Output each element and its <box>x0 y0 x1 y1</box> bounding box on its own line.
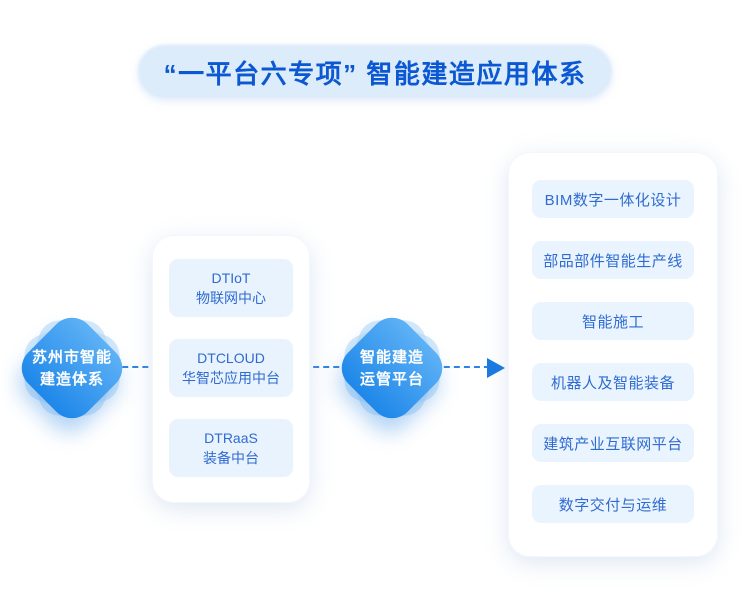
platform-item-dtcloud: DTCLOUD 华智芯应用中台 <box>169 339 293 397</box>
application-item-industry-internet: 建筑产业互联网平台 <box>532 424 694 462</box>
applications-card: BIM数字一体化设计 部品部件智能生产线 智能施工 机器人及智能装备 建筑产业互… <box>508 152 718 557</box>
application-item-bim-design: BIM数字一体化设计 <box>532 180 694 218</box>
node-label: 苏州市智能 建造体系 <box>22 318 122 418</box>
platform-item-subtitle: 物联网中心 <box>196 290 266 306</box>
application-item-label: 数字交付与运维 <box>558 496 668 514</box>
application-item-label: 机器人及智能装备 <box>550 374 675 392</box>
node-label: 智能建造 运管平台 <box>342 318 442 418</box>
platform-item-dtiot: DTIoT 物联网中心 <box>169 259 293 317</box>
node-label-line1: 苏州市智能 <box>31 348 112 366</box>
application-item-smart-construction: 智能施工 <box>532 302 694 340</box>
node-label-line2: 建造体系 <box>39 370 104 388</box>
application-item-label: 智能施工 <box>581 313 644 331</box>
application-item-robot-equipment: 机器人及智能装备 <box>532 363 694 401</box>
platform-item-subtitle: 华智芯应用中台 <box>182 370 280 386</box>
platform-item-title: DTRaaS <box>204 430 258 446</box>
application-item-digital-delivery: 数字交付与运维 <box>532 485 694 523</box>
diagram-title-text: “一平台六专项” 智能建造应用体系 <box>163 58 587 89</box>
application-item-label: 建筑产业互联网平台 <box>543 435 683 453</box>
node-suzhou-system: 苏州市智能 建造体系 <box>12 308 132 428</box>
application-item-label: BIM数字一体化设计 <box>544 191 682 209</box>
node-label-line2: 运管平台 <box>359 370 424 388</box>
platform-card: DTIoT 物联网中心 DTCLOUD 华智芯应用中台 DTRaaS 装备中台 <box>152 235 310 503</box>
platform-item-dtraas: DTRaaS 装备中台 <box>169 419 293 477</box>
platform-item-subtitle: 装备中台 <box>203 450 259 466</box>
application-item-smart-production-line: 部品部件智能生产线 <box>532 241 694 279</box>
platform-item-title: DTCLOUD <box>197 350 265 366</box>
node-operation-platform: 智能建造 运管平台 <box>332 308 452 428</box>
arrow-right-icon <box>487 358 505 378</box>
diagram-title: “一平台六专项” 智能建造应用体系 <box>137 44 613 100</box>
node-label-line1: 智能建造 <box>359 348 424 366</box>
platform-item-title: DTIoT <box>211 270 251 286</box>
application-item-label: 部品部件智能生产线 <box>543 252 683 270</box>
